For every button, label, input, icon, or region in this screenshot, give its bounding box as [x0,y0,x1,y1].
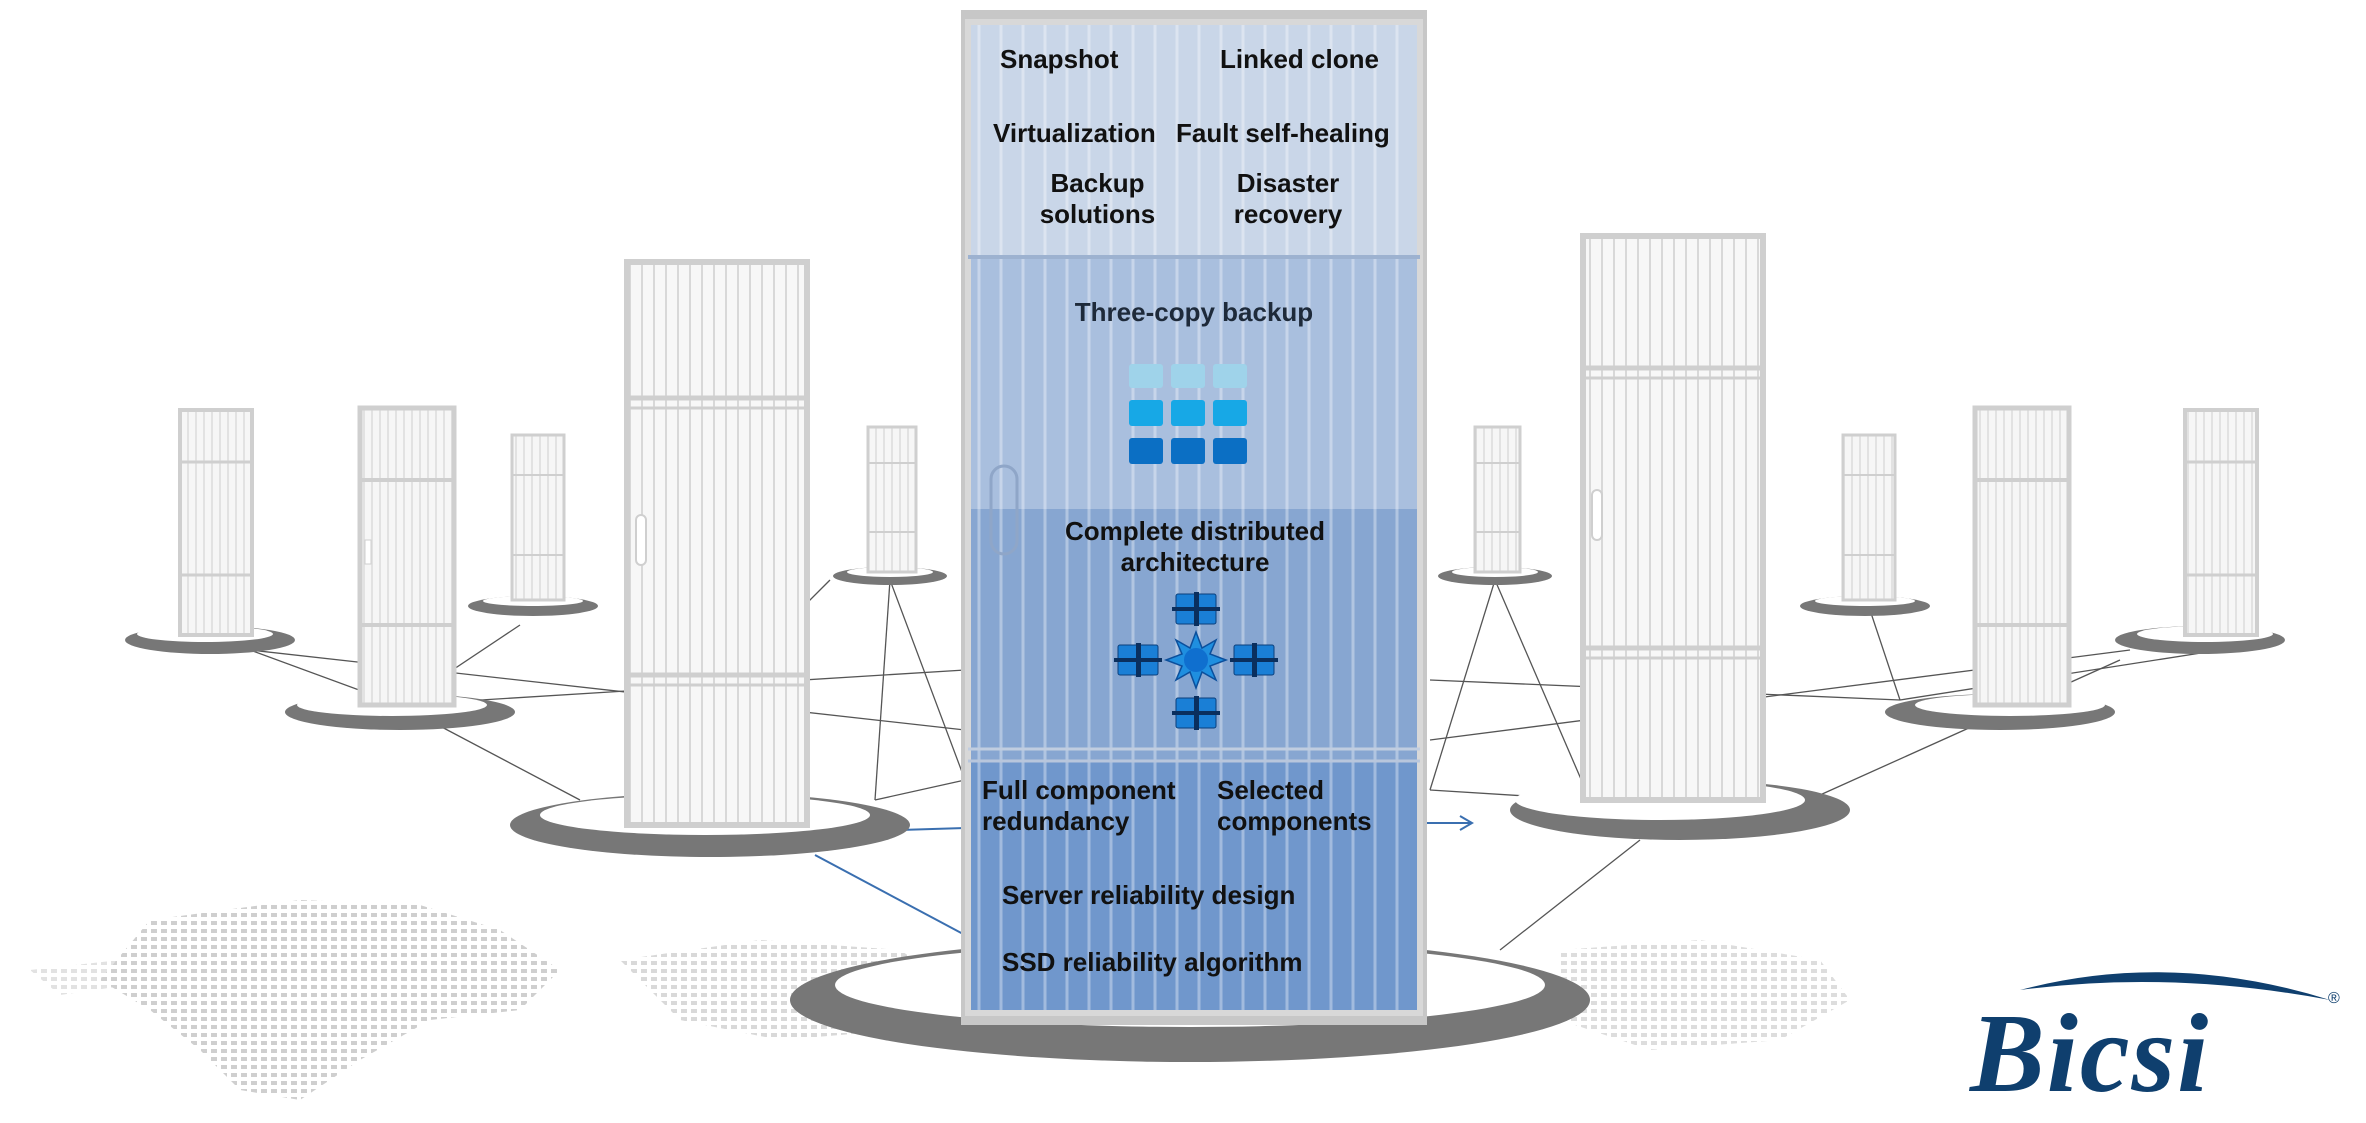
bicsi-logo-text: Bicsi [1970,992,2211,1116]
three-copy-backup-icon [1129,364,1247,464]
label-disaster-recovery: Disaster recovery [1233,168,1343,230]
cabinet-right-big [1580,233,1766,803]
cabinet-left-small [510,433,566,602]
registered-mark: ® [2328,990,2340,1007]
cabinet-left-big [624,259,810,828]
label-linked-clone: Linked clone [1220,44,1379,74]
cabinet-centre-right-small [1473,425,1522,574]
label-full-component-redundancy: Full component redundancy [982,775,1176,837]
label-snapshot: Snapshot [1000,44,1119,74]
cabinet-far-left [178,408,254,637]
label-backup-solutions: Backup solutions [1039,168,1156,230]
cabinet-right-mid [1972,405,2072,708]
central-tower [961,10,1427,1025]
blue-link-lines [814,815,1474,936]
label-selected-components: Selected components [1217,775,1372,837]
label-server-reliability-design: Server reliability design [1002,880,1296,910]
label-fault-self-healing: Fault self-healing [1176,118,1390,148]
cabinet-centre-left-small [866,425,918,574]
distributed-architecture-icon [1114,592,1278,730]
label-virtualization: Virtualization [993,118,1156,148]
cabinet-left-mid [357,405,457,708]
label-ssd-reliability-algorithm: SSD reliability algorithm [1002,947,1303,977]
bicsi-logo: Bicsi ® [1950,960,2350,1116]
server-cabinets [178,233,2259,828]
cabinet-right-small [1841,433,1897,602]
cabinet-far-right [2183,408,2259,637]
label-three-copy-backup: Three-copy backup [1074,297,1314,327]
label-complete-distributed-architecture: Complete distributed architecture [1064,516,1325,578]
bicsi-logo-swoosh [2020,972,2330,1000]
